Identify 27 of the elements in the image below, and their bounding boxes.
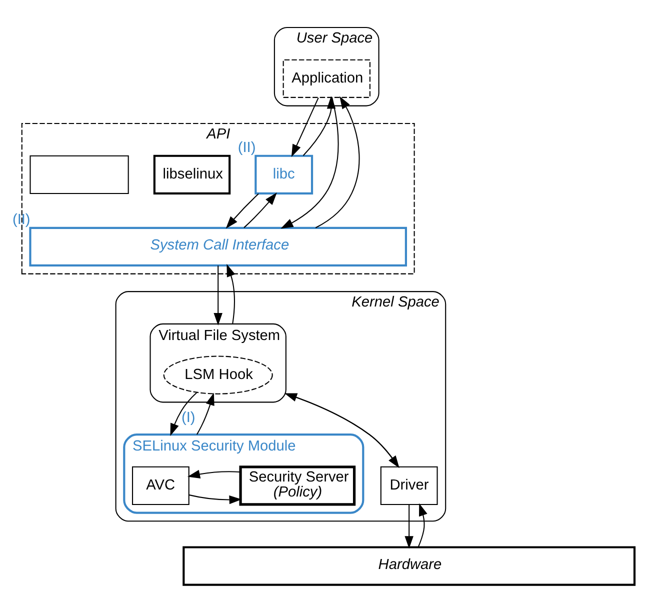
node-box: System Call Interface bbox=[29, 226, 407, 266]
arrow bbox=[302, 96, 336, 156]
arrow bbox=[196, 392, 214, 434]
node-box: libc bbox=[254, 154, 314, 194]
arrow bbox=[291, 97, 319, 157]
node-box: libselinux bbox=[153, 154, 231, 194]
node-box bbox=[30, 154, 129, 194]
arrow bbox=[280, 96, 339, 228]
arrow bbox=[187, 469, 240, 478]
arrow bbox=[244, 192, 277, 228]
node-box: Driver bbox=[380, 466, 438, 504]
arrow bbox=[214, 265, 222, 325]
arrow bbox=[188, 494, 242, 504]
arrow bbox=[226, 192, 259, 228]
node-box: Application bbox=[282, 58, 370, 98]
arrow bbox=[315, 96, 360, 228]
node-label: (II) bbox=[238, 139, 256, 156]
arrow bbox=[170, 392, 198, 436]
node-ellipse: LSM Hook bbox=[163, 355, 273, 394]
edge-label: (I) bbox=[181, 410, 196, 426]
arrow bbox=[418, 502, 428, 547]
node-box: Security Server (Policy) bbox=[239, 465, 356, 506]
node-box: Hardware bbox=[182, 546, 636, 586]
arrow bbox=[404, 504, 414, 548]
node-box: AVC bbox=[132, 466, 190, 504]
node-label: (II) bbox=[12, 211, 30, 228]
arrow bbox=[226, 264, 236, 324]
